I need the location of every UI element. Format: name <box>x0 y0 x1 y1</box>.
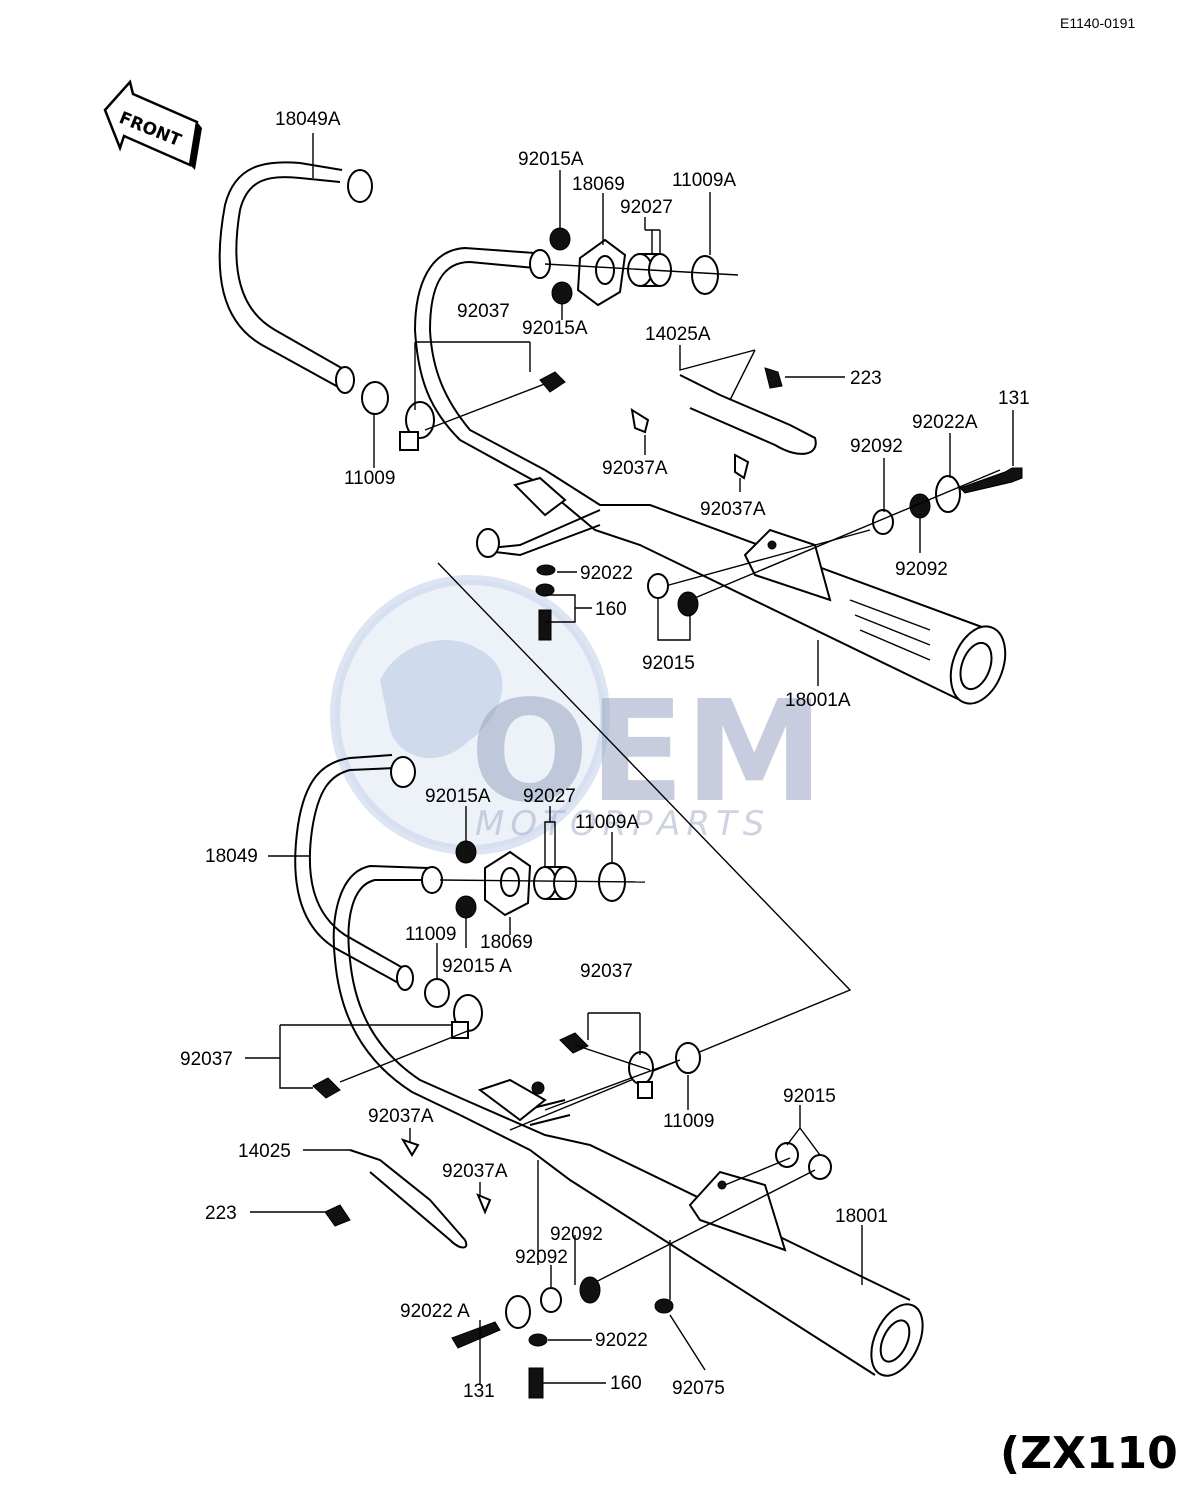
grommet-92092 <box>872 509 894 535</box>
label-223-lower: 223 <box>205 1203 237 1224</box>
label-92092-lower: 92092 <box>550 1224 603 1245</box>
bolt-92037 <box>539 371 566 393</box>
label-92015A-lower: 92015A <box>425 786 491 807</box>
muffler-bracket-lower <box>688 1170 787 1252</box>
exhaust-pipe-18049 <box>308 767 411 973</box>
bolt-160 <box>538 609 552 641</box>
label-92015A-lower-b: 92015 A <box>442 956 512 977</box>
label-92027: 92027 <box>620 197 673 218</box>
label-160: 160 <box>595 599 627 620</box>
label-131-lower: 131 <box>463 1381 495 1402</box>
label-92027-lower: 92027 <box>523 786 576 807</box>
label-18001A: 18001A <box>785 690 851 711</box>
label-18049A: 18049A <box>275 109 341 130</box>
bolt-131 <box>959 467 1023 494</box>
exhaust-pipe-18049A <box>235 176 346 371</box>
label-11009A: 11009A <box>672 170 736 191</box>
gasket-11009-lower <box>424 978 450 1008</box>
front-arrow-icon: FRONT <box>103 79 202 170</box>
label-92037A-lower-b: 92037A <box>442 1161 508 1182</box>
bolt-160-lower <box>528 1367 544 1399</box>
label-92075: 92075 <box>672 1378 725 1399</box>
bolt-131-lower <box>451 1321 501 1349</box>
bolt-92075 <box>654 1298 674 1314</box>
nut-92015A-lower <box>455 840 477 864</box>
label-131: 131 <box>998 388 1030 409</box>
nut-92015A <box>549 227 571 251</box>
label-92092-lower-b: 92092 <box>515 1247 568 1268</box>
label-18069-lower: 18069 <box>480 932 533 953</box>
clip-92037A-lower <box>400 1138 420 1157</box>
label-92015: 92015 <box>642 653 695 674</box>
watermark-brand: OEM <box>470 671 824 834</box>
oem-watermark: OEM MOTORPARTS <box>330 575 824 855</box>
label-92022: 92022 <box>580 563 633 584</box>
label-92022-lower: 92022 <box>595 1330 648 1351</box>
label-223: 223 <box>850 368 882 389</box>
label-92015-lower: 92015 <box>783 1086 836 1107</box>
washer-92022A <box>935 475 961 513</box>
watermark-sub: MOTORPARTS <box>475 804 770 844</box>
label-92015A-low: 92015A <box>522 318 588 339</box>
gasket-11009A <box>691 255 719 295</box>
exhaust-pipe-front-upper <box>428 260 546 471</box>
label-11009-lower: 11009 <box>405 924 456 945</box>
stay-14025A <box>679 374 817 455</box>
label-11009A-lower: 11009A <box>575 812 639 833</box>
nut-92015 <box>647 573 669 599</box>
label-92037A-b: 92037A <box>700 499 766 520</box>
nut-92015-lower <box>775 1142 799 1168</box>
label-160-lower: 160 <box>610 1373 642 1394</box>
lower-assembly: 92015A 92027 11009A 18049 11009 18069 92… <box>180 754 924 1402</box>
clip-92037A <box>630 407 650 434</box>
label-92037: 92037 <box>457 301 510 322</box>
label-92092: 92092 <box>850 436 903 457</box>
label-92015A: 92015A <box>518 149 584 170</box>
label-11009-lower-right: 11009 <box>663 1111 714 1132</box>
grommet-92092-lower <box>540 1287 562 1313</box>
label-18069: 18069 <box>572 174 625 195</box>
upper-assembly: 18049A 92015A 18069 11009A 92027 92037 9… <box>218 109 1030 1131</box>
label-18049: 18049 <box>205 846 258 867</box>
clamp-92037-right <box>628 1051 654 1085</box>
model-label: (ZX110 <box>1000 1428 1178 1479</box>
diagram-code: E1140-0191 <box>1060 15 1135 31</box>
label-14025: 14025 <box>238 1141 291 1162</box>
collar-92027-lower <box>533 866 557 900</box>
label-92022A-lower: 92022 A <box>400 1301 470 1322</box>
exhaust-pipe-front-lower <box>347 879 466 1101</box>
label-92037A: 92037A <box>602 458 668 479</box>
label-92092-b: 92092 <box>895 559 948 580</box>
label-92037A-lower: 92037A <box>368 1106 434 1127</box>
bolt-223-lower <box>324 1204 351 1227</box>
label-92022A: 92022A <box>912 412 978 433</box>
label-18001: 18001 <box>835 1206 888 1227</box>
label-14025A: 14025A <box>645 324 711 345</box>
stay-14025 <box>349 1149 468 1249</box>
gasket-11009-right <box>675 1042 701 1074</box>
bolt-92037-lower <box>312 1077 341 1099</box>
gasket-11009 <box>361 381 389 415</box>
muffler-bracket <box>743 528 832 602</box>
label-11009: 11009 <box>344 468 395 489</box>
bolt-223 <box>764 367 783 389</box>
washer-92022A-lower <box>505 1295 531 1329</box>
label-92037-lower-left: 92037 <box>180 1049 233 1070</box>
label-92037-lower-right: 92037 <box>580 961 633 982</box>
